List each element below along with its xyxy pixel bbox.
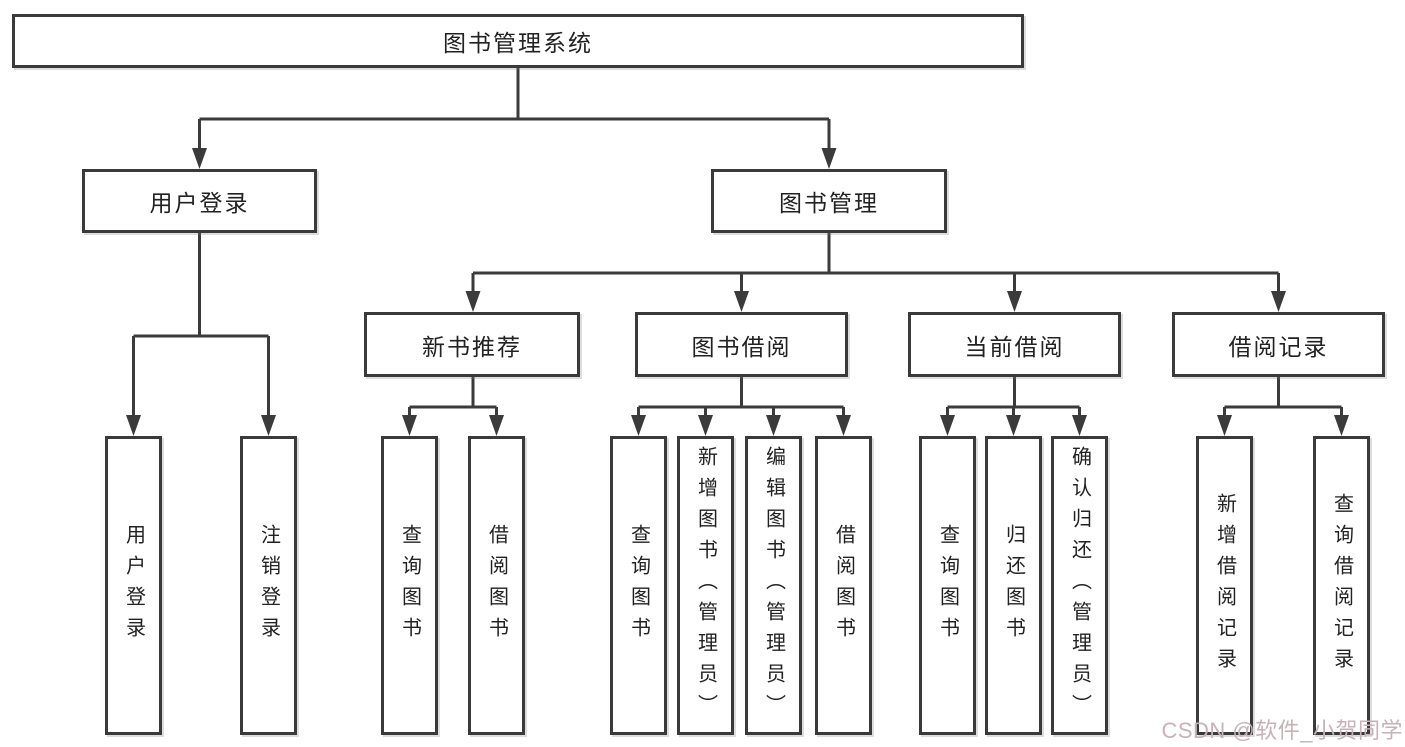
leaf-add-borrow-record-label: 新增借阅记录 <box>1213 492 1236 679</box>
node-borrowing-records: 借阅记录 <box>1172 312 1385 377</box>
watermark-text: CSDN @软件_小贺同学 <box>1161 718 1403 743</box>
leaf-confirm-return-admin-label: 确认归还（管理员） <box>1068 446 1091 725</box>
leaf-return-books-label: 归还图书 <box>1002 523 1025 648</box>
leaf-user-login-label: 用户登录 <box>122 523 145 648</box>
node-book-borrowing-label: 图书借阅 <box>691 333 792 360</box>
leaf-query-books-current-label: 查询图书 <box>936 523 959 648</box>
node-book-management-label: 图书管理 <box>779 190 879 216</box>
leaf-edit-books-admin-label: 编辑图书（管理员） <box>762 446 785 725</box>
node-root: 图书管理系统 <box>12 14 1024 68</box>
leaf-return-books: 归还图书 <box>985 436 1042 735</box>
leaf-add-borrow-record: 新增借阅记录 <box>1196 436 1253 735</box>
leaf-query-books-borrowing-label: 查询图书 <box>627 523 650 648</box>
node-book-management: 图书管理 <box>711 169 947 233</box>
node-root-label: 图书管理系统 <box>443 30 593 56</box>
leaf-query-books-recommend-label: 查询图书 <box>398 523 421 648</box>
leaf-borrow-books-borrowing: 借阅图书 <box>815 436 872 735</box>
leaf-user-login: 用户登录 <box>105 436 162 735</box>
node-current-borrowing: 当前借阅 <box>908 312 1121 377</box>
leaf-confirm-return-admin: 确认归还（管理员） <box>1051 436 1108 735</box>
node-new-book-recommend-label: 新书推荐 <box>422 333 522 360</box>
leaf-query-borrow-record: 查询借阅记录 <box>1313 436 1370 735</box>
leaf-edit-books-admin: 编辑图书（管理员） <box>745 436 802 735</box>
leaf-logout-login: 注销登录 <box>240 436 297 735</box>
leaf-borrow-books-borrowing-label: 借阅图书 <box>832 523 855 648</box>
node-book-borrowing: 图书借阅 <box>635 312 848 377</box>
leaf-query-books-current: 查询图书 <box>919 436 976 735</box>
node-new-book-recommend: 新书推荐 <box>364 312 580 377</box>
leaf-query-borrow-record-label: 查询借阅记录 <box>1330 492 1353 679</box>
leaf-query-books-recommend: 查询图书 <box>381 436 438 735</box>
leaf-add-books-admin: 新增图书（管理员） <box>677 436 734 735</box>
leaf-logout-login-label: 注销登录 <box>257 523 280 648</box>
leaf-query-books-borrowing: 查询图书 <box>610 436 667 735</box>
node-user-login-label: 用户登录 <box>149 190 250 216</box>
node-user-login: 用户登录 <box>82 169 317 233</box>
leaf-add-books-admin-label: 新增图书（管理员） <box>694 446 717 725</box>
node-current-borrowing-label: 当前借阅 <box>964 333 1065 360</box>
leaf-borrow-books-recommend: 借阅图书 <box>468 436 525 735</box>
node-borrowing-records-label: 借阅记录 <box>1228 333 1329 360</box>
leaf-borrow-books-recommend-label: 借阅图书 <box>485 523 508 648</box>
